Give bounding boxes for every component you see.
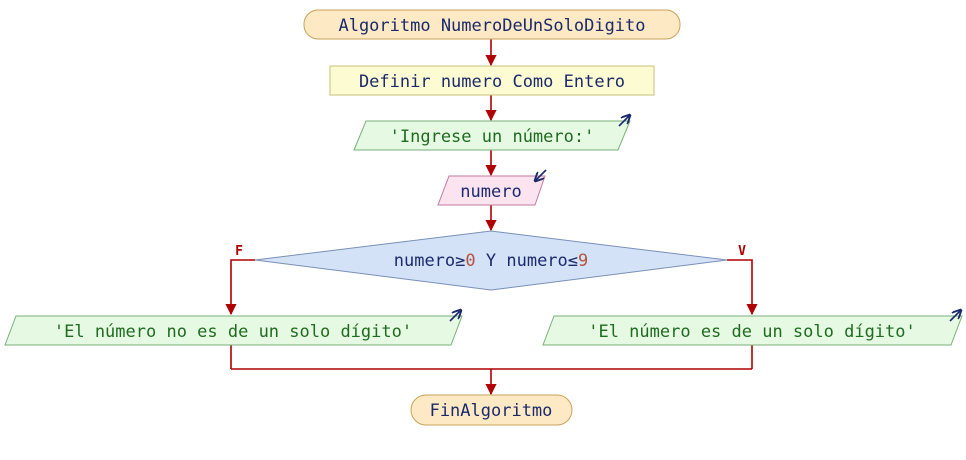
define-label: Definir numero Como Entero (359, 72, 625, 92)
start-node: Algoritmo NumeroDeUnSoloDigito (303, 9, 681, 40)
connectors (225, 39, 758, 396)
input-arrow-icon (535, 169, 547, 181)
output-prompt-node: 'Ingrese un número:' (353, 115, 630, 151)
decision-var-a: numero≥ (394, 251, 466, 271)
output-prompt-label: 'Ingrese un número:' (390, 127, 595, 147)
false-output-arrow-icon (449, 310, 461, 322)
input-label: numero (460, 182, 521, 202)
false-output-label: 'El número no es de un solo dígito' (54, 322, 412, 342)
true-output-arrow-icon (949, 310, 961, 322)
false-output-node: 'El número no es de un solo dígito' (4, 310, 462, 346)
arrow-decision-false (225, 259, 255, 316)
decision-var-b: numero≤ (506, 251, 578, 271)
true-flag: V (738, 244, 746, 259)
decision-conj: Y (476, 251, 507, 271)
define-node: Definir numero Como Entero (329, 65, 655, 96)
decision-label: numero≥0 Y numero≤9 (394, 251, 589, 271)
end-node: FinAlgoritmo (410, 394, 573, 426)
end-label: FinAlgoritmo (430, 401, 553, 421)
start-label: Algoritmo NumeroDeUnSoloDigito (338, 16, 645, 36)
input-node: numero (437, 169, 547, 206)
output-arrow-icon (618, 115, 630, 127)
decision-num-b: 9 (578, 251, 588, 271)
decision-num-a: 0 (465, 251, 475, 271)
true-output-node: 'El número es de un solo dígito' (542, 310, 962, 346)
true-output-label: 'El número es de un solo dígito' (588, 322, 916, 342)
arrow-decision-true (727, 259, 758, 316)
decision-node: numero≥0 Y numero≤9 (254, 230, 728, 291)
false-flag: F (235, 244, 243, 259)
